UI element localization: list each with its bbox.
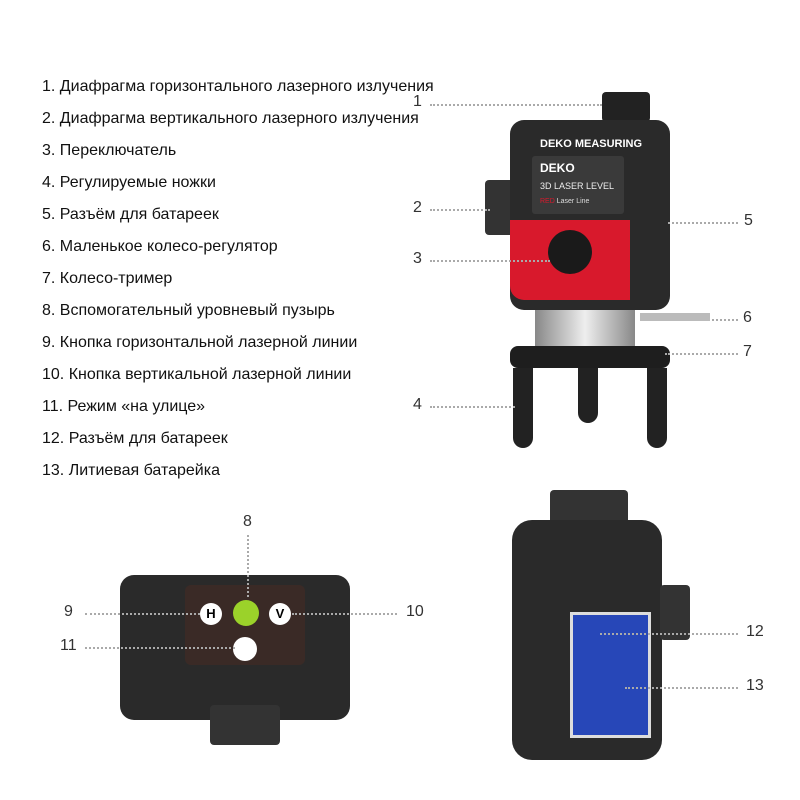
callout-line xyxy=(85,647,235,649)
red-text: RED xyxy=(540,198,555,205)
callout-line xyxy=(430,406,515,408)
callout-number: 8 xyxy=(243,513,252,530)
legend-item: 2. Диафрагма вертикального лазерного изл… xyxy=(42,110,419,127)
label-plate: DEKO 3D LASER LEVEL RED Laser Line xyxy=(532,156,624,214)
legend-item: 11. Режим «на улице» xyxy=(42,398,206,415)
callout-line xyxy=(430,209,490,211)
callout-number: 10 xyxy=(406,603,424,620)
callout-line xyxy=(600,633,738,635)
control-panel: H V xyxy=(185,585,305,665)
laser-line-label: Laser Line xyxy=(556,198,590,205)
device-body: DEKO MEASURING DEKO 3D LASER LEVEL RED L… xyxy=(510,120,670,310)
callout-number: 4 xyxy=(413,396,422,413)
legend-item: 7. Колесо-тример xyxy=(42,270,173,287)
callout-number: 9 xyxy=(64,603,73,620)
legend-item: 3. Переключатель xyxy=(42,142,177,159)
legend-item: 10. Кнопка вертикальной лазерной линии xyxy=(42,366,352,383)
legend-item: 8. Вспомогательный уровневый пузырь xyxy=(42,302,335,319)
fine-adjust-wheel xyxy=(640,313,710,321)
lithium-battery xyxy=(570,612,651,738)
callout-number: 13 xyxy=(746,677,764,694)
callout-line xyxy=(668,222,738,224)
legend-item: 5. Разъём для батареек xyxy=(42,206,219,223)
callout-number: 11 xyxy=(60,637,77,654)
callout-line xyxy=(712,319,738,321)
outdoor-mode-button[interactable] xyxy=(233,637,257,661)
adjustable-foot xyxy=(647,368,667,448)
horizontal-aperture xyxy=(602,92,650,122)
aperture xyxy=(210,705,280,745)
callout-line xyxy=(85,613,200,615)
callout-number: 5 xyxy=(744,212,753,229)
legend-item: 4. Регулируемые ножки xyxy=(42,174,216,191)
laser-line-text: RED Laser Line xyxy=(540,198,589,205)
callout-line xyxy=(625,687,738,689)
callout-number: 6 xyxy=(743,309,752,326)
callout-line xyxy=(665,353,738,355)
callout-line xyxy=(430,260,550,262)
adjustable-foot xyxy=(578,368,598,423)
aperture xyxy=(660,585,690,640)
level-bubble xyxy=(233,600,259,626)
callout-number: 12 xyxy=(746,623,764,640)
callout-number: 1 xyxy=(413,93,422,110)
callout-line xyxy=(430,104,602,106)
tripod-base xyxy=(510,346,670,368)
rotating-base xyxy=(535,310,635,348)
callout-line xyxy=(247,535,249,597)
switch-knob xyxy=(548,230,592,274)
callout-number: 7 xyxy=(743,343,752,360)
legend-item: 1. Диафрагма горизонтального лазерного и… xyxy=(42,78,434,95)
adjustable-foot xyxy=(513,368,533,448)
callout-number: 3 xyxy=(413,250,422,267)
horizontal-line-button[interactable]: H xyxy=(200,603,222,625)
callout-line xyxy=(292,613,397,615)
callout-number: 2 xyxy=(413,199,422,216)
legend-item: 6. Маленькое колесо-регулятор xyxy=(42,238,278,255)
brand-text: DEKO MEASURING xyxy=(540,138,643,150)
legend-item: 13. Литиевая батарейка xyxy=(42,462,220,479)
vertical-line-button[interactable]: V xyxy=(269,603,291,625)
legend-item: 12. Разъём для батареек xyxy=(42,430,228,447)
logo: DEKO xyxy=(540,161,575,175)
legend-item: 9. Кнопка горизонтальной лазерной линии xyxy=(42,334,358,351)
model-text: 3D LASER LEVEL xyxy=(540,181,615,191)
